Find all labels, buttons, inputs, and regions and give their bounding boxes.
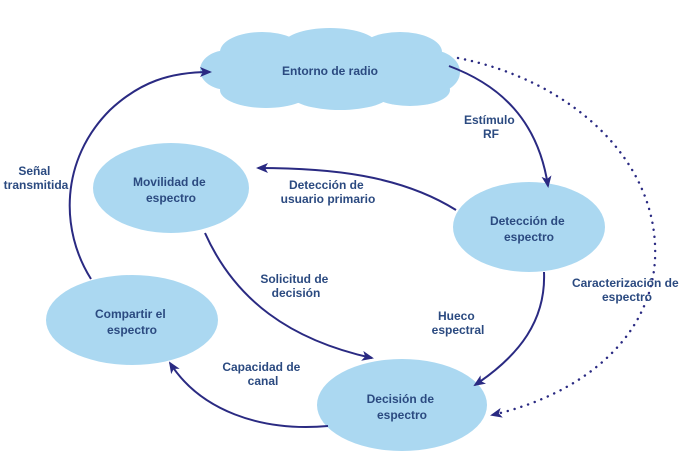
ellipse-shape xyxy=(93,143,249,233)
edge-label-primary-user: Detección de usuario primario xyxy=(281,178,376,206)
node-label: Movilidad de espectro xyxy=(133,175,209,205)
edge-transmitted-signal xyxy=(68,67,212,280)
ellipse-shape xyxy=(317,359,487,451)
node-label: Compartir el espectro xyxy=(95,307,169,337)
edge-primary-user-detection xyxy=(256,163,457,211)
node-spectrum-sensing[interactable]: Detección de espectro xyxy=(453,182,605,272)
edge-label-rf-stimulus: Estímulo RF xyxy=(464,113,518,141)
node-spectrum-decision[interactable]: Decisión de espectro xyxy=(317,359,487,451)
node-radio-environment[interactable]: Entorno de radio xyxy=(200,28,460,110)
ellipse-shape xyxy=(453,182,605,272)
edge-label-decision-request: Solicitud de decisión xyxy=(260,272,331,300)
ellipse-shape xyxy=(46,275,218,365)
edge-decision-request xyxy=(204,232,374,361)
edge-spectrum-hole xyxy=(473,271,546,387)
edge-label-characterization: Caracterización de espectro xyxy=(572,276,682,304)
node-spectrum-mobility[interactable]: Movilidad de espectro xyxy=(93,143,249,233)
node-spectrum-sharing[interactable]: Compartir el espectro xyxy=(46,275,218,365)
edge-spectrum-characterization xyxy=(456,56,657,418)
edge-label-channel-capacity: Capacidad de canal xyxy=(222,360,303,388)
node-label: Detección de espectro xyxy=(490,214,568,244)
edge-label-spectrum-hole: Hueco espectral xyxy=(432,309,485,337)
edge-channel-capacity xyxy=(168,361,329,428)
cloud-shape xyxy=(200,28,460,110)
node-label: Decisión de espectro xyxy=(367,392,438,422)
node-label: Entorno de radio xyxy=(282,64,378,78)
edge-label-transmitted-signal: Señal transmitida xyxy=(4,164,69,192)
edge-rf-stimulus xyxy=(448,65,552,188)
